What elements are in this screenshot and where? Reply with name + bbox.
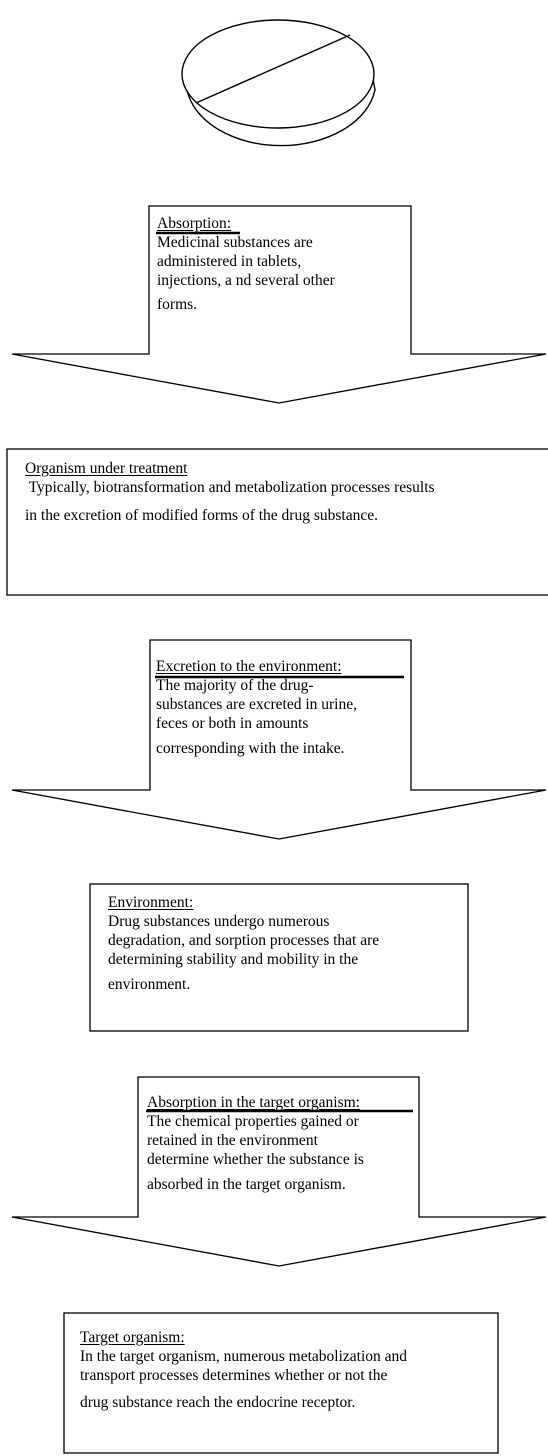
step-line: transport processes determines whether o… bbox=[80, 1367, 388, 1384]
step-line: determining stability and mobility in th… bbox=[108, 951, 359, 968]
step-title: Target organism: bbox=[80, 1329, 185, 1346]
step-line: Drug substances undergo numerous bbox=[108, 913, 330, 930]
box-environment bbox=[89, 883, 469, 1032]
step-line: absorbed in the target organism. bbox=[147, 1176, 346, 1193]
step-line: The majority of the drug- bbox=[156, 677, 314, 694]
heading-underlines bbox=[146, 231, 413, 1113]
step-line: corresponding with the intake. bbox=[156, 740, 345, 757]
step-line: administered in tablets, bbox=[157, 253, 302, 270]
step-line: in the excretion of modified forms of th… bbox=[25, 507, 378, 524]
step-title: Organism under treatment bbox=[25, 460, 188, 477]
step-line: environment. bbox=[108, 976, 191, 993]
tablet-score-line bbox=[195, 34, 351, 104]
arrow-excretion bbox=[11, 639, 547, 840]
step-environment-text: Environment: Drug substances undergo num… bbox=[108, 893, 463, 994]
step-absorption-text: Absorption: Medicinal substances are adm… bbox=[157, 214, 407, 314]
arrow-absorption-target bbox=[11, 1076, 547, 1267]
step-line: feces or both in amounts bbox=[156, 715, 309, 732]
step-title: Absorption: bbox=[157, 215, 232, 232]
step-line: determine whether the substance is bbox=[147, 1151, 364, 1168]
tablet-icon bbox=[181, 19, 376, 147]
step-line: Typically, biotransformation and metabol… bbox=[25, 479, 435, 496]
step-line: drug substance reach the endocrine recep… bbox=[80, 1394, 356, 1411]
tablet-top bbox=[181, 19, 375, 129]
step-title: Absorption in the target organism: bbox=[147, 1094, 360, 1111]
step-absorption-target-text: Absorption in the target organism: The c… bbox=[147, 1093, 419, 1194]
step-line: The chemical properties gained or bbox=[147, 1113, 359, 1130]
box-organism-under-treatment bbox=[6, 448, 548, 596]
step-line: injections, a nd several other bbox=[157, 272, 335, 289]
box-target-organism bbox=[63, 1312, 499, 1454]
step-line: Medicinal substances are bbox=[157, 234, 313, 251]
step-line: degradation, and sorption processes that… bbox=[108, 932, 380, 949]
arrow-absorption bbox=[11, 205, 547, 404]
step-target-organism-text: Target organism: In the target organism,… bbox=[80, 1328, 495, 1412]
step-line: In the target organism, numerous metabol… bbox=[80, 1348, 407, 1365]
step-title: Excretion to the environment: bbox=[156, 658, 342, 675]
step-excretion-text: Excretion to the environment: The majori… bbox=[156, 657, 411, 758]
step-title: Environment: bbox=[108, 894, 194, 911]
step-line: retained in the environment bbox=[147, 1132, 318, 1149]
step-line: forms. bbox=[157, 296, 198, 313]
step-line: substances are excreted in urine, bbox=[156, 696, 357, 713]
step-organism-text: Organism under treatment Typically, biot… bbox=[25, 459, 545, 525]
